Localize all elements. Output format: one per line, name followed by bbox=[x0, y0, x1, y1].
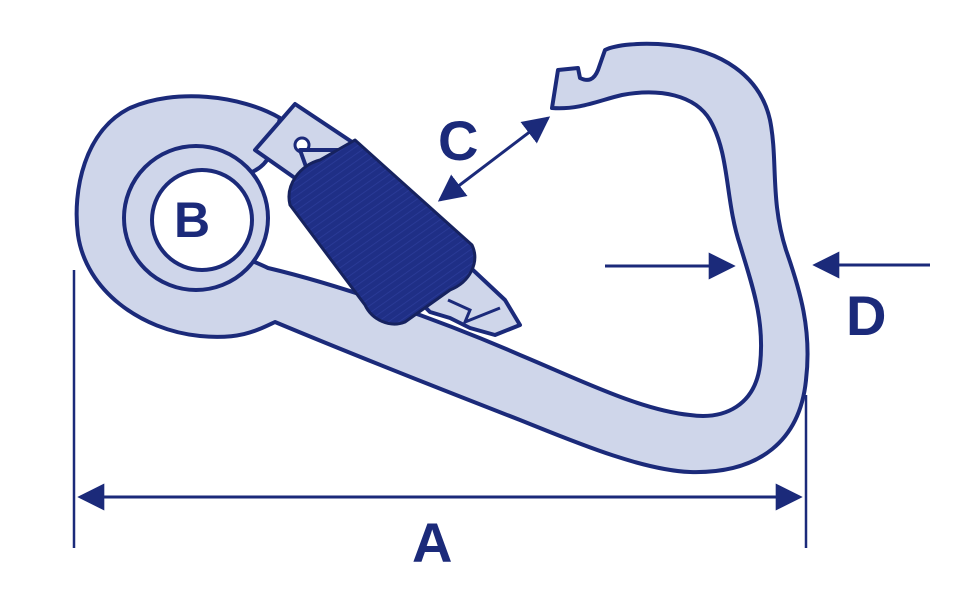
eye-hole bbox=[150, 168, 254, 272]
label-d: D bbox=[846, 284, 886, 347]
label-b: B bbox=[174, 192, 210, 248]
dim-c-arrow bbox=[437, 116, 551, 202]
gate-notch bbox=[447, 298, 501, 325]
label-c: C bbox=[438, 109, 478, 172]
label-a: A bbox=[412, 511, 452, 574]
knurled-sleeve bbox=[287, 138, 477, 326]
